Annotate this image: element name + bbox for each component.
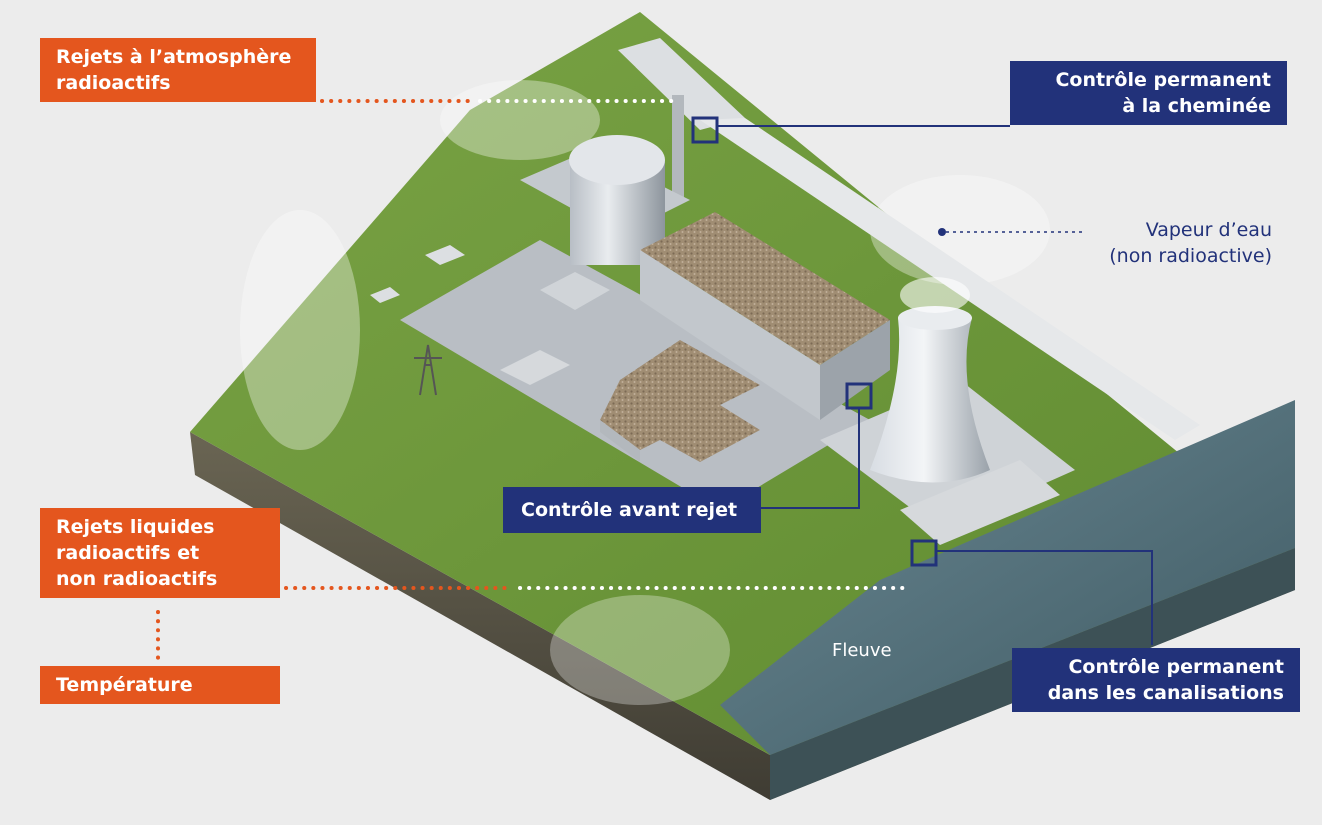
turbine-hall-front — [640, 250, 820, 420]
liquid-release-line-2: radioactifs et — [56, 542, 200, 564]
temperature-label: Température — [40, 666, 280, 704]
annex-building-wall — [600, 420, 640, 462]
small-building — [370, 287, 400, 303]
pipes-connector — [936, 550, 1153, 645]
liquid-release-line-3: non radioactifs — [56, 568, 218, 590]
atmosphere-release-label: Rejets à l’atmosphère radioactifs — [40, 38, 316, 102]
small-building — [540, 272, 610, 310]
steam-marker — [938, 228, 946, 236]
chimney-control-line-1: Contrôle permanent — [1055, 69, 1271, 91]
annex-building-roof — [600, 340, 760, 462]
liquid-release-label: Rejets liquides radioactifs et non radio… — [40, 508, 280, 598]
steam-label: Vapeur d’eau (non radioactive) — [1109, 217, 1272, 269]
temperature-text: Température — [56, 674, 193, 696]
turbine-hall-roof — [640, 212, 890, 365]
small-building — [500, 350, 570, 385]
river — [720, 400, 1295, 755]
mist-cloud — [550, 595, 730, 705]
pipes-control-line-2: dans les canalisations — [1047, 682, 1284, 704]
terrain-left-side — [190, 432, 770, 800]
liquid-release-line-1: Rejets liquides — [56, 516, 215, 538]
cooling-tower — [870, 309, 990, 483]
pre-release-connector — [760, 408, 860, 509]
atmosphere-release-line-2: radioactifs — [56, 72, 171, 94]
pipes-control-point — [910, 539, 938, 567]
steam-plume — [900, 277, 970, 313]
small-building — [425, 245, 465, 265]
pre-release-control-text: Contrôle avant rejet — [521, 499, 738, 521]
turbine-hall-side — [820, 320, 890, 420]
chimney-control-line-2: à la cheminée — [1122, 95, 1271, 117]
chimney-control-label: Contrôle permanent à la cheminée — [1010, 61, 1287, 125]
cooling-tower-top — [898, 306, 972, 330]
pylon — [414, 344, 442, 396]
steam-line-1: Vapeur d’eau — [1145, 219, 1272, 241]
steam-line-2: (non radioactive) — [1109, 245, 1272, 267]
chimney-duct — [618, 38, 745, 130]
reactor-dome-top — [569, 135, 665, 185]
atmosphere-release-line-1: Rejets à l’atmosphère — [56, 46, 292, 68]
pipes-control-line-1: Contrôle permanent — [1068, 656, 1284, 678]
chimney — [672, 95, 684, 200]
mist-cloud — [240, 210, 360, 450]
discharge-pad — [900, 460, 1060, 545]
pipes-control-label: Contrôle permanent dans les canalisation… — [1012, 648, 1300, 712]
chimney-control-point — [691, 116, 719, 144]
pre-release-control-label: Contrôle avant rejet — [503, 487, 761, 533]
river-label: Fleuve — [832, 640, 892, 661]
